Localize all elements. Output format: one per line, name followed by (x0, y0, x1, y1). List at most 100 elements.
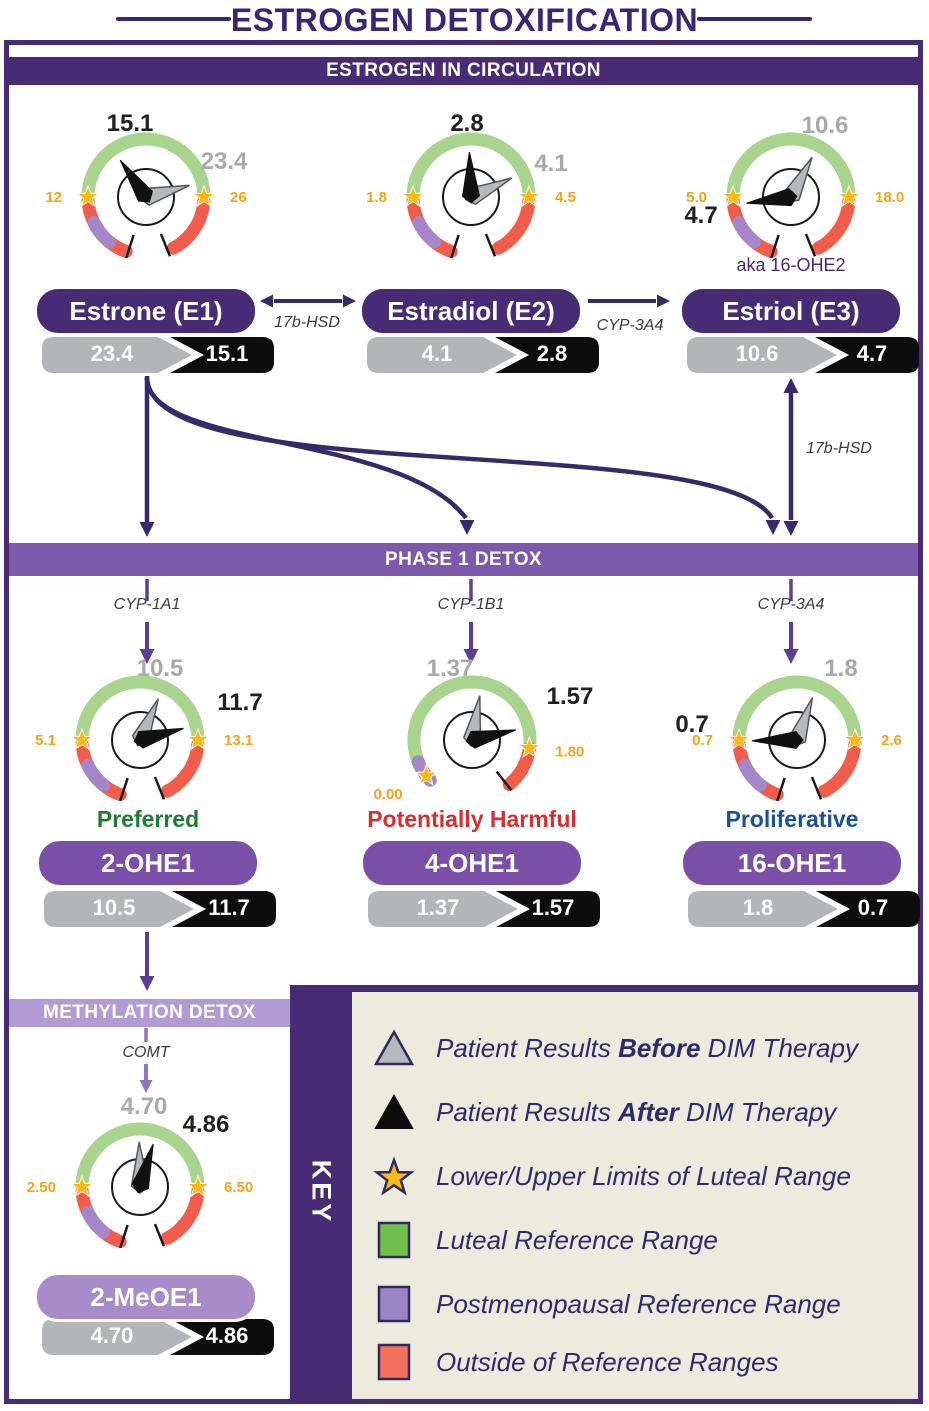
luteal-limit-star-icon (192, 184, 216, 208)
upper-limit-value: 18.0 (875, 189, 904, 206)
arrowhead-icon (783, 649, 799, 664)
black-triangle-icon (372, 1090, 416, 1134)
upper-limit-value: 4.5 (555, 189, 576, 206)
key-item-gold-star: Lower/Upper Limits of Luteal Range (352, 1154, 918, 1198)
key-item-label: Postmenopausal Reference Range (436, 1289, 841, 1319)
key-item-black-triangle: Patient Results After DIM Therapy (352, 1090, 918, 1134)
metabolite-badge-4ohe1: 4-OHE1 (360, 838, 584, 888)
arrowhead-icon (139, 976, 155, 991)
gray-triangle-icon (372, 1026, 416, 1070)
arrowhead-icon (657, 294, 670, 308)
before-value-chip: 10.5 (92, 895, 136, 920)
before-value: 1.8 (824, 655, 857, 682)
metabolite-badge-16ohe1: 16-OHE1 (680, 838, 904, 888)
arrowhead-icon (139, 649, 155, 664)
key-item-gray-triangle: Patient Results Before DIM Therapy (352, 1026, 918, 1070)
key-item-label: Patient Results Before DIM Therapy (436, 1033, 858, 1063)
upper-limit-value: 26 (230, 189, 247, 206)
luteal-limit-star-icon (401, 184, 425, 208)
arrowhead-icon (139, 1080, 153, 1093)
purple-square-icon (372, 1282, 416, 1326)
after-pointer (119, 159, 153, 203)
salmon-square-icon (372, 1340, 416, 1384)
before-value: 4.1 (534, 150, 567, 177)
after-pointer (131, 1143, 154, 1194)
arrowhead-icon (783, 378, 799, 393)
luteal-limit-star-icon (414, 763, 439, 786)
before-value-chip: 1.37 (416, 895, 460, 920)
after-pointer (133, 727, 184, 749)
luteal-limit-star-icon (721, 184, 745, 208)
before-value-chip: 4.1 (421, 341, 453, 366)
frame-border (4, 40, 923, 1404)
enzyme-label-cyp3a4-phase: CYP-3A4 (757, 596, 825, 613)
key-item-salmon-square: Outside of Reference Ranges (352, 1340, 918, 1384)
enzyme-label-comt: COMT (122, 1044, 170, 1061)
value-bar-16ohe1: 1.8 0.7 (686, 890, 922, 928)
key-panel-top-border (290, 985, 918, 992)
alias-note: aka 16-OHE2 (736, 255, 846, 275)
value-bar-estradiol: 4.1 2.8 (365, 336, 601, 374)
luteal-limit-star-icon (186, 1174, 210, 1198)
key-item-label: Patient Results After DIM Therapy (436, 1097, 837, 1127)
before-value: 4.70 (121, 1095, 168, 1120)
after-value-chip: 11.7 (208, 895, 250, 920)
green-square-icon (372, 1218, 416, 1262)
after-value-chip: 4.7 (856, 341, 888, 366)
after-pointer (746, 188, 798, 207)
after-value-chip: 15.1 (205, 341, 249, 366)
title-dash-left (116, 17, 231, 21)
key-item-purple-square: Postmenopausal Reference Range (352, 1282, 918, 1326)
metabolite-badge-2ohe1: 2-OHE1 (36, 838, 260, 888)
key-item-label: Outside of Reference Ranges (436, 1347, 779, 1377)
luteal-limit-star-icon (837, 184, 861, 208)
lower-limit-value: 1.8 (366, 189, 387, 206)
title-dash-right (697, 17, 812, 21)
after-value-chip: 0.7 (857, 895, 889, 920)
enzyme-label-cyp1b1: CYP-1B1 (437, 596, 505, 613)
upper-limit-value: 2.6 (881, 732, 902, 749)
metabolite-badge-estrone: Estrone (E1) (34, 286, 258, 336)
luteal-limit-star-icon (70, 727, 94, 751)
upper-limit-value: 6.50 (224, 1179, 253, 1196)
section-banner-circulation: ESTROGEN IN CIRCULATION (9, 57, 918, 85)
luteal-limit-star-icon (843, 727, 867, 751)
luteal-limit-star-icon (517, 184, 541, 208)
key-strip: KEY (290, 985, 352, 1399)
before-value-chip: 4.70 (90, 1323, 134, 1348)
luteal-limit-star-icon (76, 184, 100, 208)
after-value: 4.86 (183, 1111, 230, 1138)
page-title: ESTROGEN DETOXIFICATION (230, 2, 699, 38)
metabolite-badge-estradiol: Estradiol (E2) (359, 286, 583, 336)
before-value-chip: 23.4 (90, 341, 134, 366)
arrowhead-icon (459, 520, 475, 535)
section-banner-methylation: METHYLATION DETOX (9, 999, 290, 1027)
lower-limit-value: 2.50 (27, 1179, 56, 1196)
enzyme-label-cyp1a1: CYP-1A1 (113, 596, 181, 613)
metabolite-badge-estriol: Estriol (E3) (679, 286, 903, 336)
luteal-limit-star-icon (727, 727, 751, 751)
before-value-chip: 1.8 (742, 895, 774, 920)
before-value: 10.5 (137, 655, 184, 682)
arrowhead-icon (783, 521, 799, 536)
section-banner-phase1: PHASE 1 DETOX (9, 543, 918, 576)
after-pointer (751, 730, 804, 750)
luteal-limit-star-icon (517, 735, 542, 759)
luteal-limit-star-icon (70, 1174, 94, 1198)
gold-star-icon (372, 1154, 416, 1198)
pathway-caption-2ohe1: Preferred (96, 806, 200, 832)
after-value-chip: 2.8 (536, 341, 568, 366)
upper-limit-value: 1.80 (555, 744, 584, 761)
lower-limit-value: 0.00 (373, 786, 402, 803)
after-value: 1.57 (547, 683, 594, 710)
arrowhead-icon (343, 294, 356, 308)
after-value-chip: 4.86 (205, 1323, 249, 1348)
lower-limit-value: 5.0 (686, 189, 707, 206)
after-value: 15.1 (107, 110, 154, 137)
key-item-green-square: Luteal Reference Range (352, 1218, 918, 1262)
